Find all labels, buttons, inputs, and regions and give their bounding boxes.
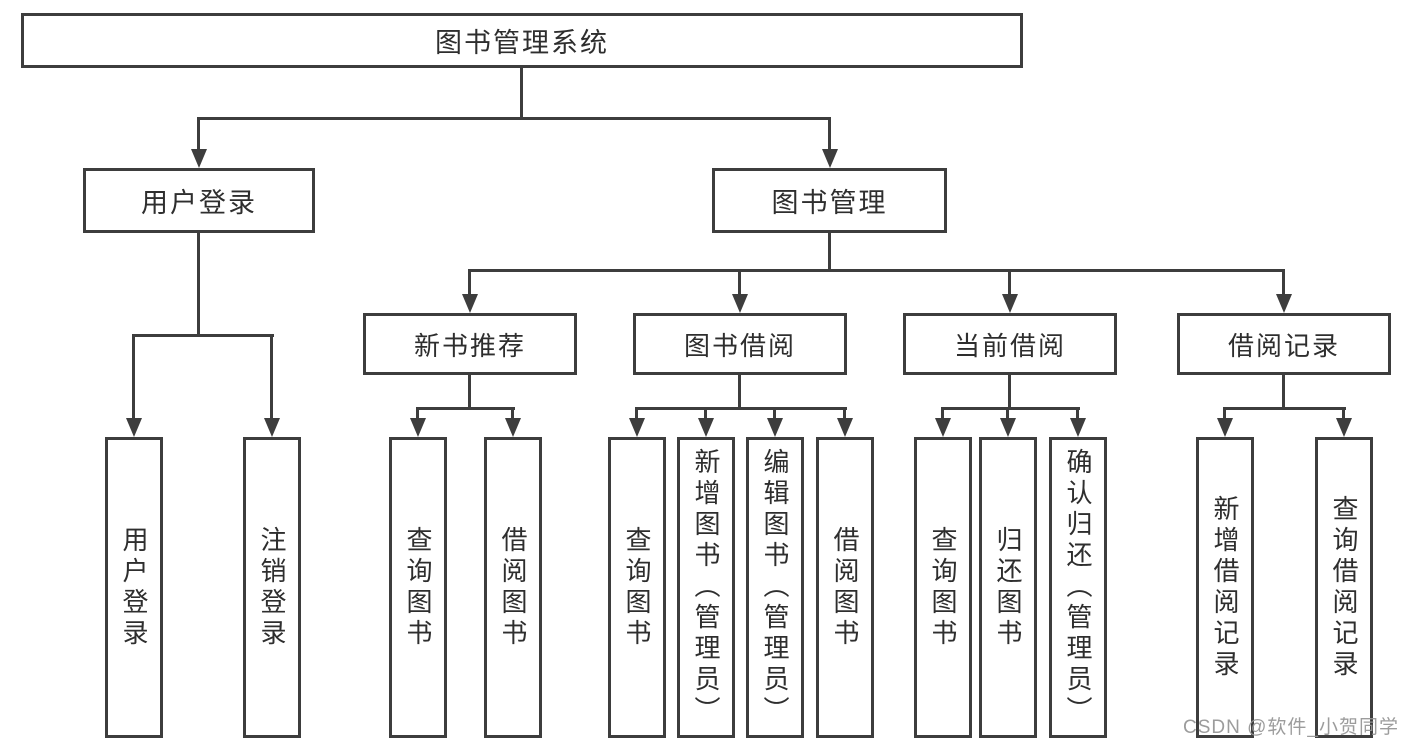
- connector-to-new-book-recommend: [468, 269, 471, 295]
- arrow-to-current-borrowing: [1002, 294, 1018, 313]
- leaf-query-books-current-label: 查询图书: [928, 525, 958, 650]
- connector-borrowing-records-split: [1223, 407, 1346, 410]
- connector-to-leaf-add-book: [704, 407, 707, 419]
- arrow-to-leaf-borrow-2: [837, 418, 853, 437]
- connector-to-leaf-return-book: [1006, 407, 1009, 419]
- connector-to-borrowing-records: [1282, 269, 1285, 295]
- node-new-book-recommend: 新书推荐: [363, 313, 577, 375]
- leaf-query-books-recommend-label: 查询图书: [403, 525, 433, 650]
- connector-new-book-recommend-split: [416, 407, 515, 410]
- node-book-borrowing: 图书借阅: [633, 313, 847, 375]
- connector-to-leaf-query-record: [1342, 407, 1345, 419]
- connector-to-book-management: [828, 117, 831, 150]
- arrow-to-leaf-edit-book: [767, 418, 783, 437]
- connector-book-management-split: [469, 269, 1285, 272]
- connector-to-leaf-confirm-return: [1076, 407, 1079, 419]
- arrow-to-leaf-return-book: [1000, 418, 1016, 437]
- leaf-add-book-admin-label: 新增图书（管理员）: [691, 448, 721, 727]
- arrow-to-leaf-query-2: [629, 418, 645, 437]
- node-current-borrowing-label: 当前借阅: [953, 330, 1066, 361]
- connector-new-book-recommend-stem: [468, 375, 471, 409]
- arrow-to-leaf-add-record: [1217, 418, 1233, 437]
- node-book-management: 图书管理: [712, 168, 947, 233]
- leaf-edit-book-admin: 编辑图书（管理员）: [746, 437, 804, 738]
- node-book-management-label: 图书管理: [771, 188, 888, 218]
- leaf-return-book-label: 归还图书: [993, 525, 1023, 650]
- connector-to-leaf-query-3: [941, 407, 944, 419]
- connector-to-leaf-add-record: [1223, 407, 1226, 419]
- arrow-to-user-login: [191, 149, 207, 168]
- leaf-query-books-borrowing: 查询图书: [608, 437, 666, 738]
- leaf-confirm-return-admin: 确认归还（管理员）: [1049, 437, 1107, 738]
- leaf-return-book: 归还图书: [979, 437, 1037, 738]
- leaf-query-borrow-record: 查询借阅记录: [1315, 437, 1373, 738]
- connector-root-split: [199, 117, 831, 120]
- arrow-to-leaf-query-1: [410, 418, 426, 437]
- node-root-label: 图书管理系统: [435, 28, 609, 58]
- connector-to-current-borrowing: [1008, 269, 1011, 295]
- connector-to-user-login: [197, 117, 200, 150]
- node-root: 图书管理系统: [21, 13, 1023, 68]
- leaf-borrow-books-recommend-label: 借阅图书: [498, 525, 528, 650]
- arrow-to-new-book-recommend: [462, 294, 478, 313]
- connector-to-leaf-user-login: [132, 334, 135, 419]
- arrow-to-leaf-query-3: [935, 418, 951, 437]
- node-current-borrowing: 当前借阅: [903, 313, 1117, 375]
- connector-book-borrowing-split: [635, 407, 847, 410]
- leaf-borrow-books-borrowing-label: 借阅图书: [830, 525, 860, 650]
- arrow-to-book-borrowing: [732, 294, 748, 313]
- connector-book-management-stem: [828, 233, 831, 272]
- leaf-borrow-books-recommend: 借阅图书: [484, 437, 542, 738]
- node-borrowing-records-label: 借阅记录: [1227, 330, 1340, 361]
- connector-to-leaf-query-2: [635, 407, 638, 419]
- leaf-query-borrow-record-label: 查询借阅记录: [1329, 494, 1359, 681]
- leaf-edit-book-admin-label: 编辑图书（管理员）: [760, 448, 790, 727]
- leaf-query-books-borrowing-label: 查询图书: [622, 525, 652, 650]
- watermark: CSDN @软件_小贺同学: [1183, 717, 1399, 738]
- leaf-query-books-current: 查询图书: [914, 437, 972, 738]
- connector-user-login-stem: [197, 233, 200, 337]
- node-user-login-label: 用户登录: [141, 188, 257, 218]
- leaf-confirm-return-admin-label: 确认归还（管理员）: [1063, 448, 1093, 727]
- arrow-to-leaf-confirm-return: [1070, 418, 1086, 437]
- leaf-query-books-recommend: 查询图书: [389, 437, 447, 738]
- arrow-to-borrowing-records: [1276, 294, 1292, 313]
- connector-borrowing-records-stem: [1282, 375, 1285, 409]
- connector-root-stem: [520, 68, 523, 118]
- connector-to-leaf-borrow-2: [843, 407, 846, 419]
- connector-to-leaf-logout: [270, 334, 273, 419]
- arrow-to-leaf-borrow-1: [505, 418, 521, 437]
- connector-user-login-split: [133, 334, 274, 337]
- arrow-to-leaf-add-book: [698, 418, 714, 437]
- leaf-add-book-admin: 新增图书（管理员）: [677, 437, 735, 738]
- connector-current-borrowing-stem: [1008, 375, 1011, 409]
- arrow-to-leaf-user-login: [126, 418, 142, 437]
- arrow-to-leaf-query-record: [1336, 418, 1352, 437]
- connector-to-leaf-query-1: [416, 407, 419, 419]
- node-user-login: 用户登录: [83, 168, 315, 233]
- leaf-user-login: 用户登录: [105, 437, 163, 738]
- node-new-book-recommend-label: 新书推荐: [413, 330, 526, 361]
- connector-current-borrowing-split: [941, 407, 1080, 410]
- connector-to-leaf-borrow-1: [511, 407, 514, 419]
- leaf-add-borrow-record-label: 新增借阅记录: [1210, 494, 1240, 681]
- node-book-borrowing-label: 图书借阅: [683, 330, 796, 361]
- leaf-logout: 注销登录: [243, 437, 301, 738]
- leaf-logout-label: 注销登录: [257, 525, 287, 650]
- connector-to-leaf-edit-book: [773, 407, 776, 419]
- arrow-to-leaf-logout: [264, 418, 280, 437]
- leaf-user-login-label: 用户登录: [119, 525, 149, 650]
- node-borrowing-records: 借阅记录: [1177, 313, 1391, 375]
- arrow-to-book-management: [822, 149, 838, 168]
- leaf-borrow-books-borrowing: 借阅图书: [816, 437, 874, 738]
- connector-to-book-borrowing: [738, 269, 741, 295]
- leaf-add-borrow-record: 新增借阅记录: [1196, 437, 1254, 738]
- connector-book-borrowing-stem: [738, 375, 741, 409]
